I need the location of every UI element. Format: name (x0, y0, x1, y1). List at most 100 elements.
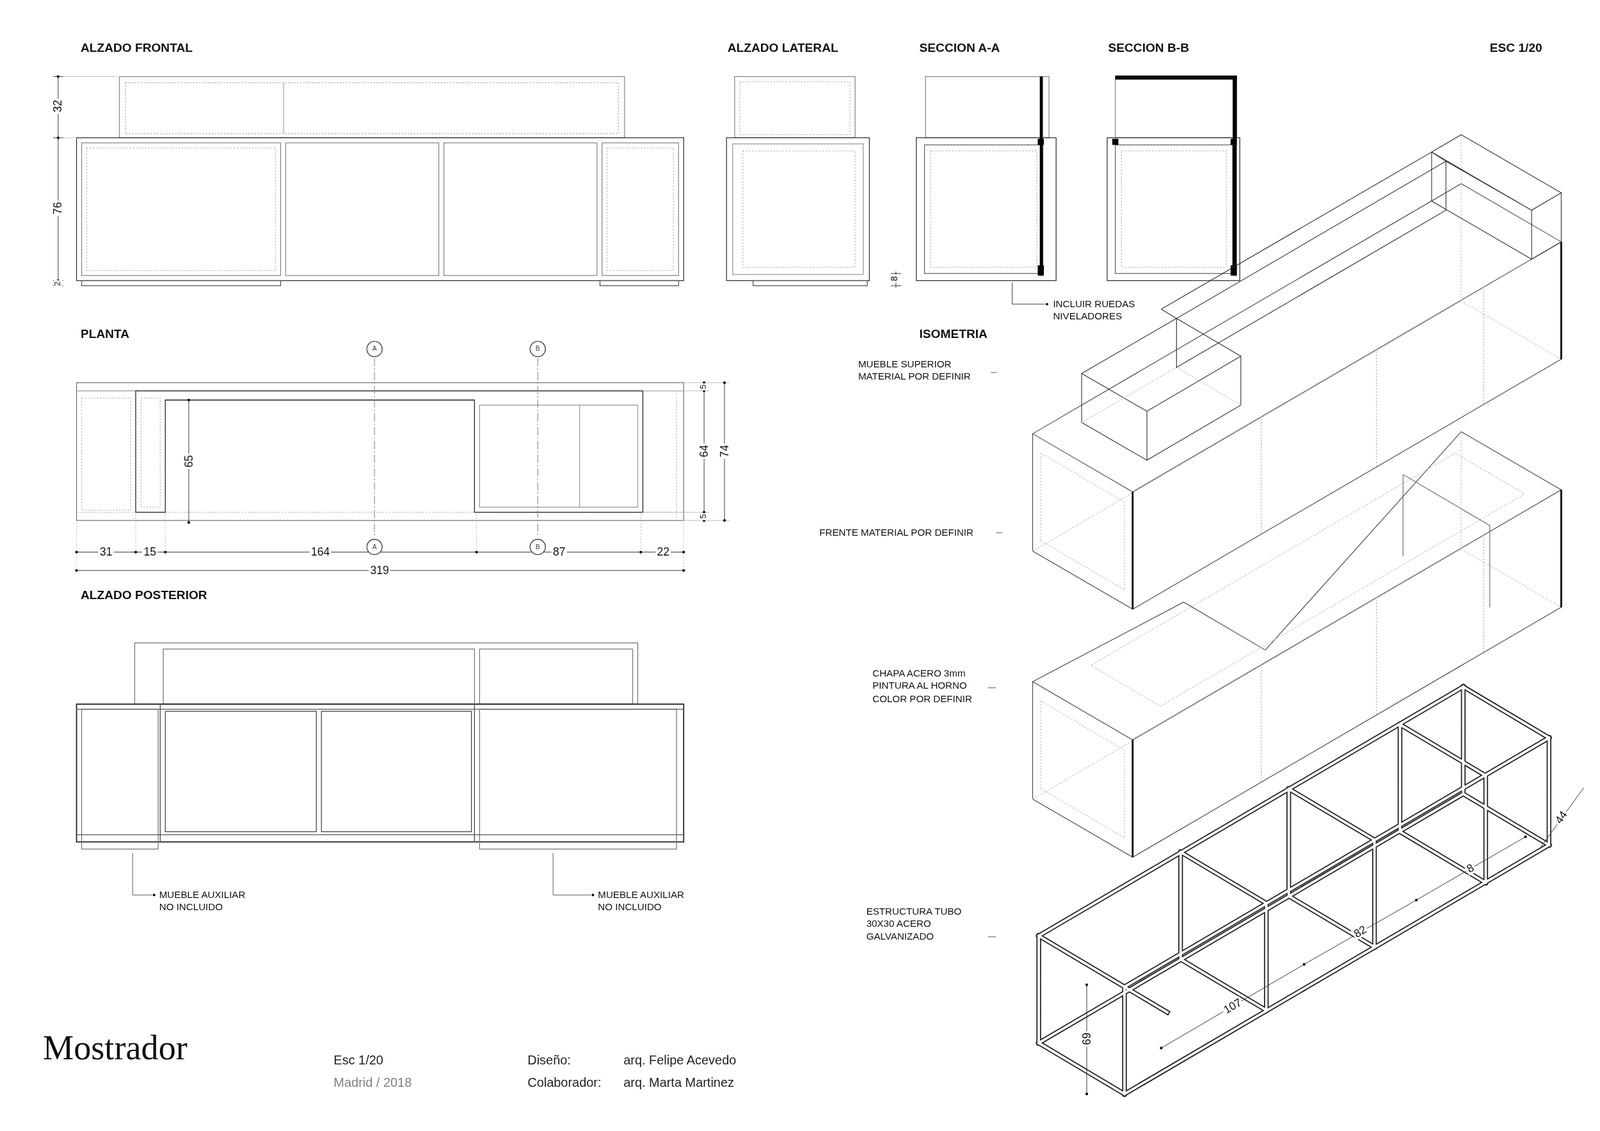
dimension-dot (723, 381, 726, 384)
title-block-text: Diseño: (527, 1052, 571, 1069)
dimension-dot (1159, 1046, 1163, 1049)
leader-line (890, 273, 902, 274)
dimension-value: 74 (718, 443, 731, 459)
dimension-dot (1085, 983, 1088, 987)
dimension-value: 15 (142, 546, 158, 559)
isometric-shell-middle (1032, 431, 1562, 799)
dimension-value: 44 (1552, 807, 1570, 827)
leader-line (132, 853, 591, 895)
leader-line (995, 532, 1003, 534)
isometric-shell-middle (1032, 431, 1562, 682)
title-block-text: Esc 1/20 (333, 1052, 384, 1069)
dimension-dot (134, 550, 137, 553)
isometric-shell-middle (1032, 681, 1133, 857)
dimension-value: 319 (368, 564, 391, 576)
rear-elevation (134, 642, 638, 704)
dimension-line (1160, 964, 1304, 1049)
front-elevation (125, 82, 619, 134)
dimension-line (642, 390, 710, 392)
callout-note: MUEBLE SUPERIOR MATERIAL POR DEFINIR (858, 358, 989, 384)
title-block-text: Madrid / 2018 (333, 1075, 412, 1091)
plan-view (675, 391, 677, 521)
plan-view (579, 405, 580, 507)
isometric-shell-middle (1132, 489, 1562, 857)
dimension-value: 82 (1350, 922, 1370, 941)
dimension-dot (75, 381, 727, 573)
front-elevation (76, 76, 685, 287)
callout-note: CHAPA ACERO 3mm PINTURA AL HORNO COLOR P… (872, 667, 985, 706)
dimension-dot (682, 568, 685, 572)
isometric-shell-top (1081, 318, 1241, 461)
side-elevation (732, 144, 864, 275)
dimension-value: 8 (890, 274, 900, 283)
front-elevation (600, 280, 680, 286)
rear-elevation (474, 704, 475, 842)
section-b (1115, 144, 1233, 274)
leader-line (890, 285, 902, 287)
section-cut (1037, 76, 1044, 276)
dimension-value: 2 (54, 279, 63, 288)
section-b (1107, 137, 1240, 281)
view-heading: SECCION B-B (1108, 40, 1190, 56)
dimension-value: 31 (98, 546, 114, 559)
section-cut (1037, 265, 1044, 276)
dimension-value: 8 (1463, 861, 1478, 876)
leader-line (552, 853, 591, 895)
rear-elevation (160, 704, 161, 842)
plan-view (76, 382, 685, 521)
dimension-dot (723, 519, 726, 522)
dimension-line (63, 137, 75, 139)
dimension-dot (1085, 835, 1528, 1096)
section-line (537, 358, 539, 539)
steel-frame (1038, 686, 1549, 1094)
dimension-dot (1303, 963, 1306, 966)
side-elevation (739, 81, 850, 136)
isometric-shell-middle (1402, 474, 1490, 607)
dimension-line (642, 512, 710, 513)
dimension-value: 69 (1080, 1031, 1093, 1047)
rear-elevation (165, 711, 317, 832)
steel-frame (1038, 686, 1549, 1094)
title-block-text: arq. Marta Martinez (623, 1075, 735, 1091)
dimension-dot (187, 398, 191, 402)
rear-elevation (81, 709, 159, 849)
steel-frame (1038, 686, 1549, 1094)
leader-line (132, 853, 152, 895)
view-heading: ALZADO LATERAL (727, 40, 839, 56)
marker-letter: B (535, 345, 541, 352)
isometric-shell-top (1040, 453, 1125, 591)
dimension-value: 32 (52, 98, 64, 114)
drawing-title: Mostrador (42, 1028, 188, 1067)
section-line (374, 358, 376, 539)
dimension-value: 64 (698, 443, 710, 459)
view-heading: ISOMETRIA (919, 326, 988, 342)
plan-view (76, 382, 685, 521)
dimension-line (683, 522, 685, 575)
dimension-dot (75, 550, 79, 553)
section-marker: A (366, 341, 383, 358)
dimension-value: 76 (52, 200, 64, 216)
dimension-line (165, 514, 166, 557)
leader-dot (152, 893, 156, 896)
leader-dot (591, 893, 594, 896)
dimension-dot (187, 520, 191, 524)
dimension-dot (56, 75, 60, 79)
dimension-line (1416, 836, 1526, 900)
callout-note: MUEBLE AUXILIAR NO INCLUIDO (159, 888, 262, 914)
dimension-dot (682, 550, 685, 553)
section-cut (1115, 75, 1238, 80)
section-cut (1232, 75, 1237, 276)
side-elevation (753, 280, 868, 286)
section-b (1121, 151, 1227, 268)
front-elevation (119, 76, 625, 139)
section-a (930, 151, 1037, 268)
front-elevation (76, 137, 685, 281)
dimension-line (53, 76, 118, 287)
callout-note: ESTRUCTURA TUBO 30X30 ACERO GALVANIZADO (866, 904, 982, 943)
view-heading: SECCION A-A (919, 40, 1001, 56)
dimension-line (683, 520, 730, 521)
callout-note: INCLUIR RUEDAS NIVELADORES (1052, 298, 1150, 324)
dimension-value: 5 (700, 382, 709, 391)
